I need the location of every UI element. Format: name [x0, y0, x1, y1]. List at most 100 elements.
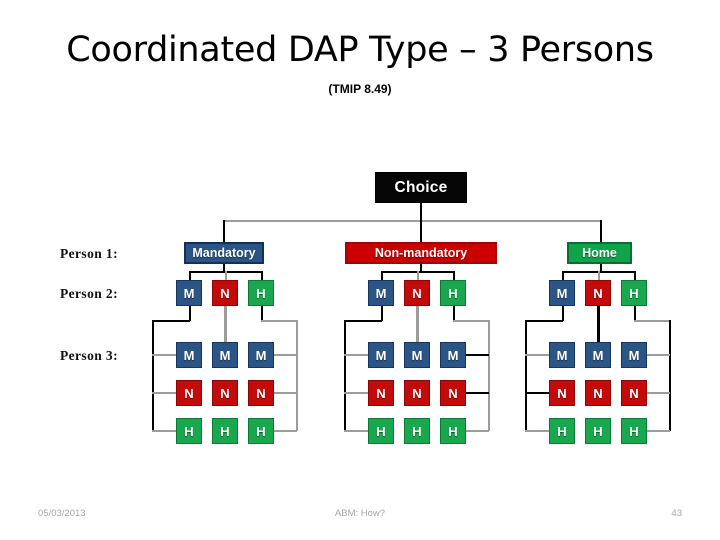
page-title: Coordinated DAP Type – 3 Persons — [66, 30, 654, 70]
cell-p3-r1c2-nonmandatory[interactable]: N — [440, 380, 466, 406]
connector-p2-drop-n-home — [598, 271, 600, 280]
cell-p3-r0c0-mandatory[interactable]: M — [176, 342, 202, 368]
cell-p3-r1c0-home[interactable]: N — [549, 380, 575, 406]
footer-page-number: 43 — [671, 508, 682, 519]
row-label-person-3: Person 3: — [60, 348, 118, 363]
cell-p2-n-nonmandatory[interactable]: N — [404, 280, 430, 306]
cell-p3-r2c0-nonmandatory[interactable]: H — [368, 418, 394, 444]
cell-p3-r1c2-home[interactable]: N — [621, 380, 647, 406]
connector-p2-drop-m-home — [562, 271, 564, 280]
cell-p2-m-mandatory[interactable]: M — [176, 280, 202, 306]
connector-left-to-n-nonmandatory — [344, 392, 369, 394]
connector-p2-drop-h-mandatory — [261, 271, 263, 280]
connector-right-stem-mandatory — [261, 306, 263, 321]
cell-p3-r2c1-home[interactable]: H — [585, 418, 611, 444]
cell-p2-h-nonmandatory[interactable]: H — [440, 280, 466, 306]
connector-branch-bus — [223, 220, 601, 222]
connector-p2-drop-m-mandatory — [189, 271, 191, 280]
connector-p2-drop-h-home — [634, 271, 636, 280]
footer-date: 05/03/2013 — [38, 508, 86, 519]
cell-p2-h-home[interactable]: H — [621, 280, 647, 306]
cell-p3-r1c1-mandatory[interactable]: N — [212, 380, 238, 406]
cell-p3-r2c0-home[interactable]: H — [549, 418, 575, 444]
cell-p3-r1c0-nonmandatory[interactable]: N — [368, 380, 394, 406]
connector-right-bus-home — [669, 320, 671, 431]
cell-p3-r0c2-mandatory[interactable]: M — [248, 342, 274, 368]
connector-left-to-m-home — [525, 354, 550, 356]
connector-left-to-n-home — [525, 392, 550, 394]
connector-left-stem-mandatory — [189, 306, 191, 321]
cell-p3-r0c1-home[interactable]: M — [585, 342, 611, 368]
node-mandatory[interactable]: Mandatory — [184, 242, 264, 264]
cell-p3-r2c2-mandatory[interactable]: H — [248, 418, 274, 444]
connector-left-stem-home — [562, 306, 564, 321]
connector-left-top-mandatory — [152, 320, 190, 322]
node-choice[interactable]: Choice — [375, 172, 467, 203]
connector-drop-mandatory — [223, 220, 225, 242]
node-non-mandatory[interactable]: Non-mandatory — [345, 242, 497, 264]
connector-left-top-home — [525, 320, 563, 322]
connector-right-to-m-home — [646, 354, 670, 356]
cell-p2-m-home[interactable]: M — [549, 280, 575, 306]
connector-p2-drop-n-nonmandatory — [417, 271, 419, 280]
page-subtitle: (TMIP 8.49) — [328, 82, 392, 96]
connector-right-bus-mandatory — [296, 320, 298, 431]
connector-left-to-m-nonmandatory — [344, 354, 369, 356]
connector-left-stem-nonmandatory — [381, 306, 383, 321]
connector-right-to-n-mandatory — [273, 392, 297, 394]
cell-p3-r0c0-home[interactable]: M — [549, 342, 575, 368]
connector-left-bus-nonmandatory — [344, 320, 346, 431]
row-label-person-2: Person 2: — [60, 286, 118, 301]
cell-p3-r0c1-mandatory[interactable]: M — [212, 342, 238, 368]
cell-p3-r2c1-nonmandatory[interactable]: H — [404, 418, 430, 444]
connector-left-to-m-mandatory — [152, 354, 177, 356]
cell-p3-r0c2-home[interactable]: M — [621, 342, 647, 368]
connector-left-to-n-mandatory — [152, 392, 177, 394]
cell-p3-r1c0-mandatory[interactable]: N — [176, 380, 202, 406]
connector-right-bus-nonmandatory — [488, 320, 490, 431]
connector-left-to-h-mandatory — [152, 430, 177, 432]
connector-right-top-nonmandatory — [453, 320, 489, 322]
cell-p3-r1c2-mandatory[interactable]: N — [248, 380, 274, 406]
connector-right-to-h-mandatory — [273, 430, 297, 432]
cell-p2-n-home[interactable]: N — [585, 280, 611, 306]
connector-right-stem-nonmandatory — [453, 306, 455, 321]
connector-right-to-m-mandatory — [273, 354, 297, 356]
connector-left-bus-mandatory — [152, 320, 154, 431]
cell-p3-r2c2-nonmandatory[interactable]: H — [440, 418, 466, 444]
connector-right-to-m-nonmandatory — [465, 354, 489, 356]
connector-left-to-h-home — [525, 430, 550, 432]
cell-p3-r2c1-mandatory[interactable]: H — [212, 418, 238, 444]
connector-mid-stem-mandatory — [224, 306, 227, 342]
footer-title: ABM: How? — [334, 508, 386, 519]
connector-left-top-nonmandatory — [344, 320, 382, 322]
cell-p3-r1c1-home[interactable]: N — [585, 380, 611, 406]
cell-p3-r2c0-mandatory[interactable]: H — [176, 418, 202, 444]
cell-p2-n-mandatory[interactable]: N — [212, 280, 238, 306]
cell-p3-r0c0-nonmandatory[interactable]: M — [368, 342, 394, 368]
connector-nonmandatory-stem — [420, 264, 422, 272]
connector-right-to-h-home — [646, 430, 670, 432]
cell-p3-r1c1-nonmandatory[interactable]: N — [404, 380, 430, 406]
connector-p2-drop-n-mandatory — [225, 271, 227, 280]
cell-p3-r0c1-nonmandatory[interactable]: M — [404, 342, 430, 368]
connector-home-stem — [600, 264, 602, 272]
cell-p3-r0c2-nonmandatory[interactable]: M — [440, 342, 466, 368]
connector-right-to-h-nonmandatory — [465, 430, 489, 432]
connector-right-top-mandatory — [261, 320, 297, 322]
connector-mandatory-stem — [223, 264, 225, 272]
cell-p2-h-mandatory[interactable]: H — [248, 280, 274, 306]
connector-drop-home — [600, 220, 602, 242]
connector-right-stem-home — [634, 306, 636, 321]
connector-p2-drop-h-nonmandatory — [453, 271, 455, 280]
cell-p3-r2c2-home[interactable]: H — [621, 418, 647, 444]
connector-right-to-n-home — [646, 392, 670, 394]
node-home[interactable]: Home — [567, 242, 632, 264]
connector-right-top-home — [634, 320, 670, 322]
connector-right-to-n-nonmandatory — [465, 392, 489, 394]
cell-p2-m-nonmandatory[interactable]: M — [368, 280, 394, 306]
row-label-person-1: Person 1: — [60, 246, 118, 261]
connector-mid-stem-nonmandatory — [416, 306, 419, 342]
connector-mid-stem-home — [597, 306, 600, 342]
